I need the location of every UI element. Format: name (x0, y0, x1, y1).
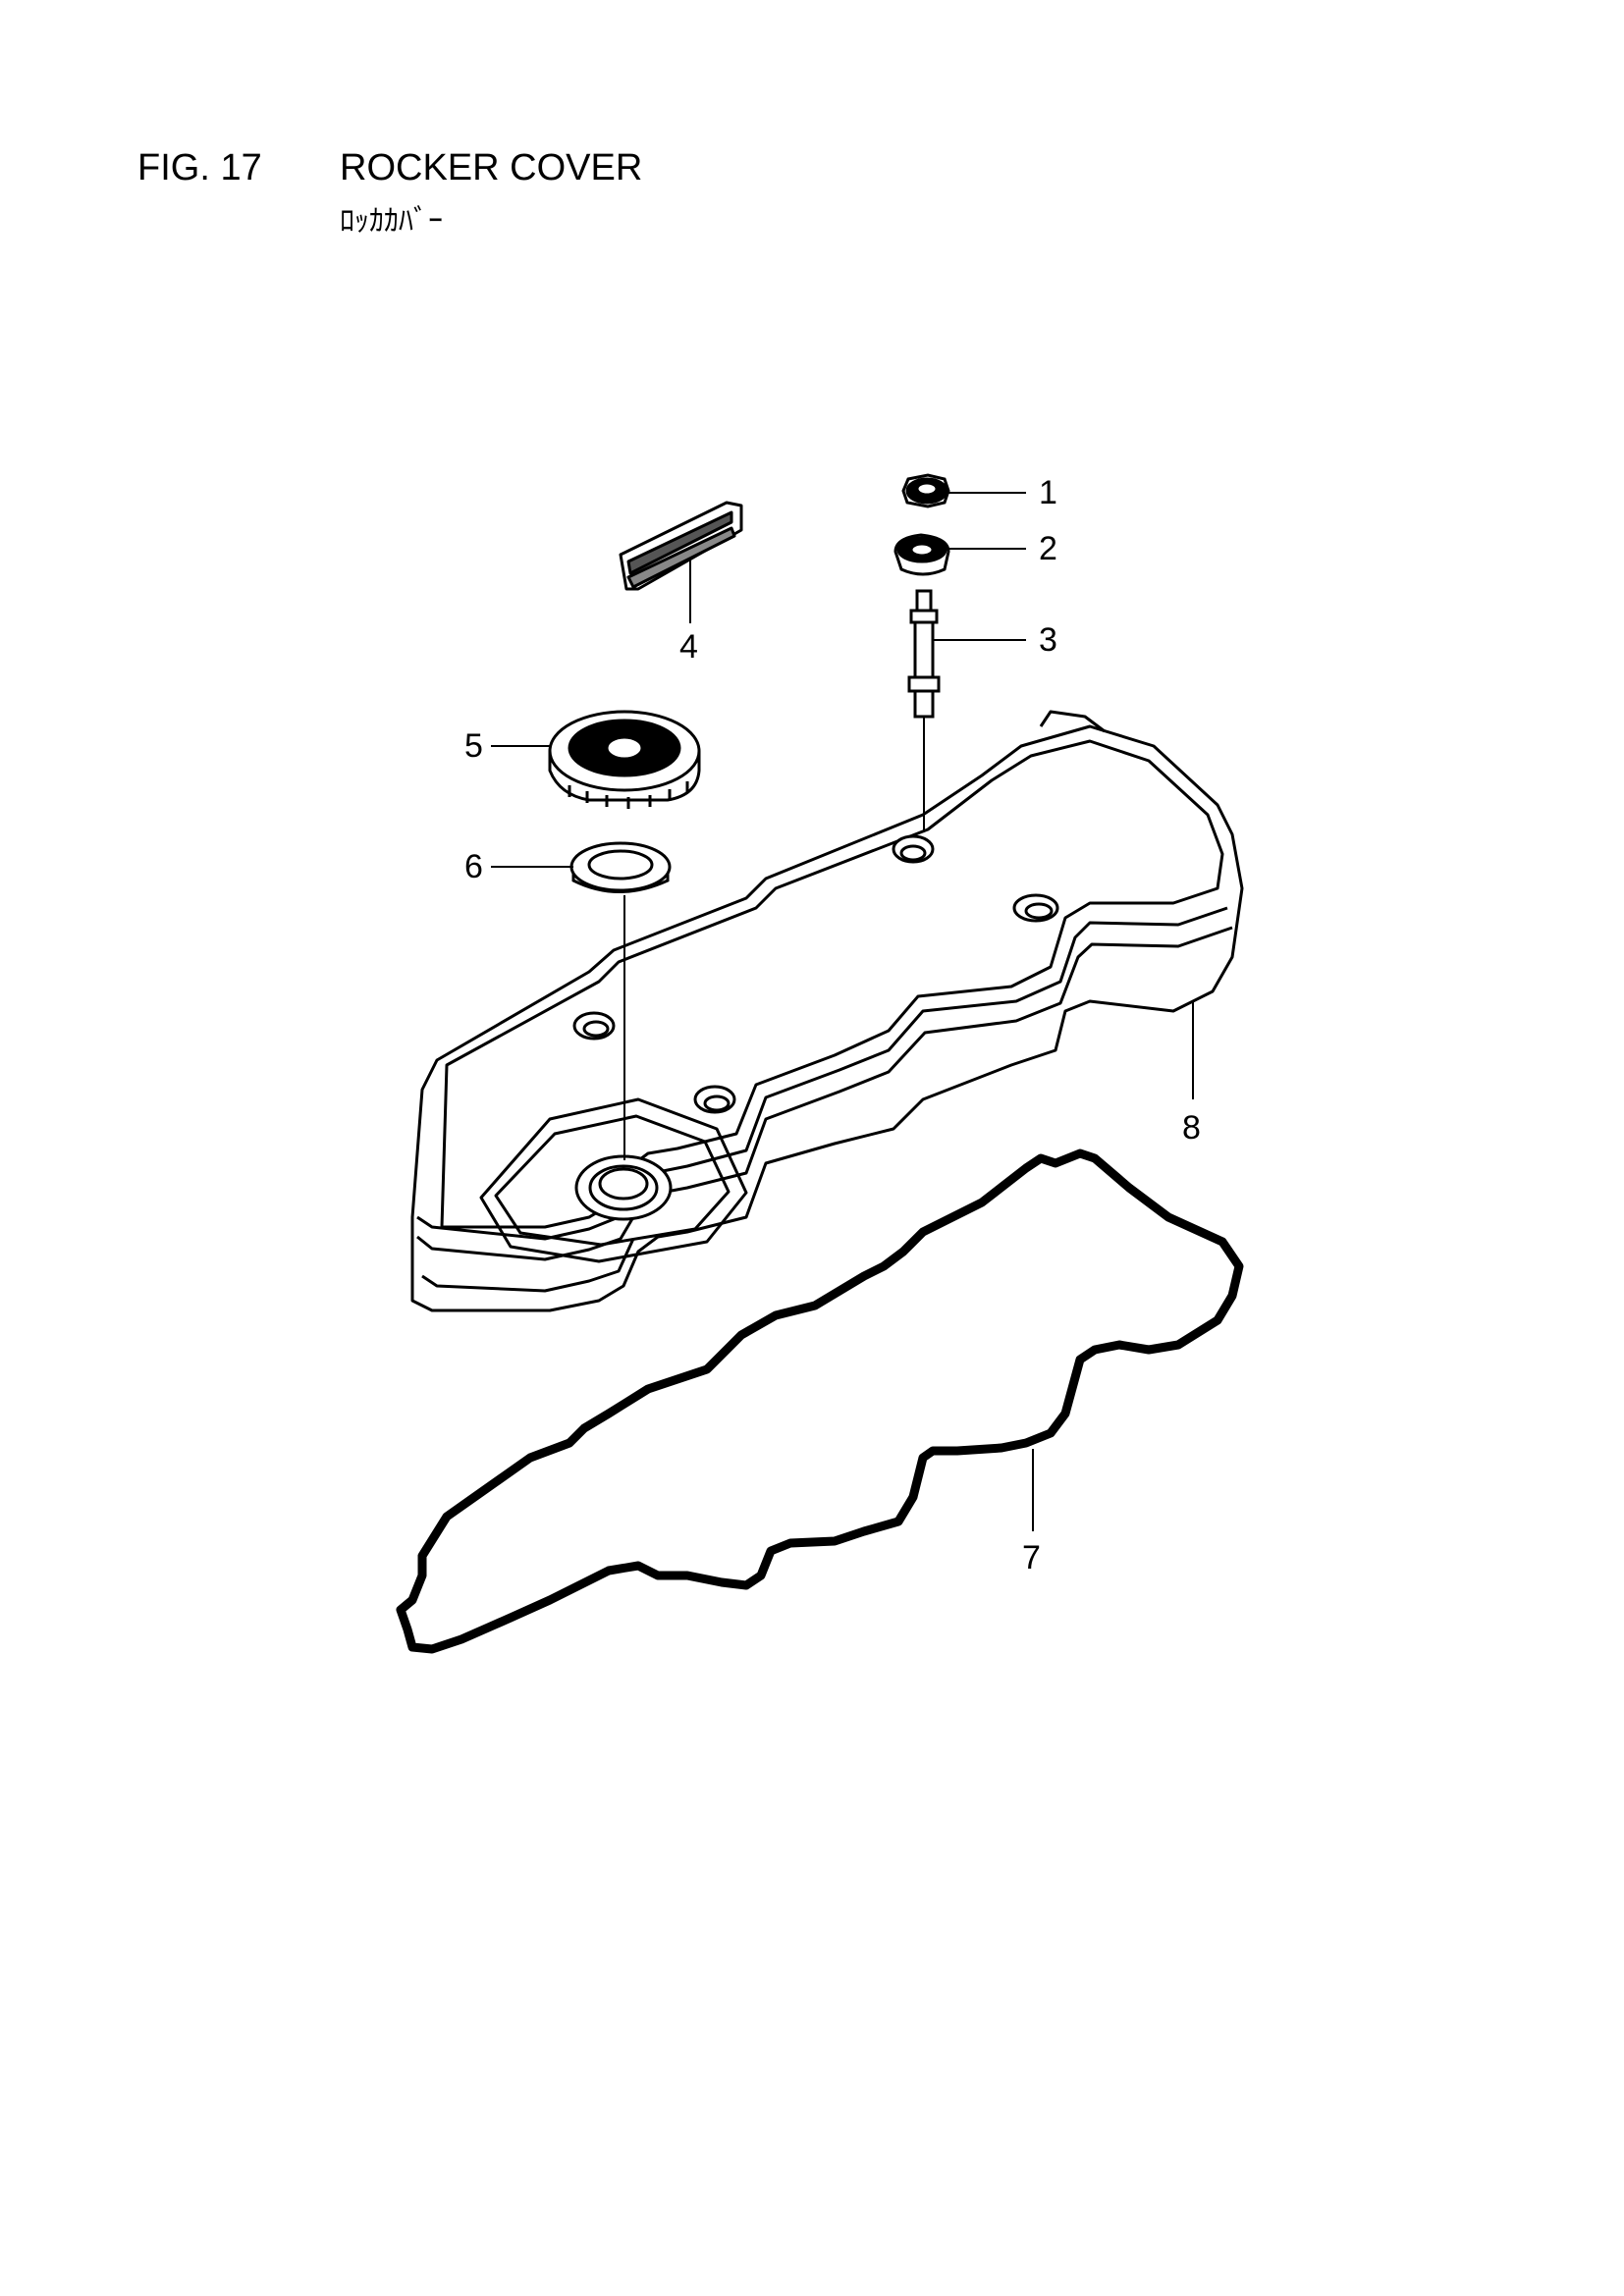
callout-1: 1 (948, 474, 1057, 511)
callout-5: 5 (464, 727, 550, 765)
callout-number: 4 (679, 628, 698, 666)
figure-title: ROCKER COVER (340, 147, 643, 188)
gasket-outline (396, 1148, 1244, 1654)
callout-2: 2 (948, 530, 1057, 567)
callout-number: 3 (1039, 621, 1057, 659)
oil-filler-cap-part (548, 710, 701, 809)
callout-number: 8 (1182, 1109, 1201, 1147)
figure-label: FIG. 17 (137, 147, 262, 188)
figure-subtitle: ﾛｯｶｶﾊﾞｰ (340, 205, 443, 238)
callout-8: 8 (1182, 1001, 1201, 1147)
label-part (619, 501, 743, 591)
assembly-guide-lines (623, 717, 925, 1160)
callout-6: 6 (464, 848, 573, 885)
rocker-cover-part (410, 710, 1244, 1312)
callout-4: 4 (679, 558, 698, 666)
o-ring-part (569, 841, 672, 893)
callout-3: 3 (933, 621, 1057, 659)
stud-part (907, 589, 941, 719)
callout-7: 7 (1022, 1449, 1041, 1576)
gasket-part (422, 1276, 1242, 1644)
callout-number: 1 (1039, 474, 1057, 511)
callout-number: 5 (464, 727, 483, 765)
nut-part (901, 473, 950, 508)
grommet-part (893, 533, 950, 576)
callout-number: 6 (464, 848, 483, 885)
callout-number: 2 (1039, 530, 1057, 567)
callout-number: 7 (1022, 1539, 1041, 1576)
